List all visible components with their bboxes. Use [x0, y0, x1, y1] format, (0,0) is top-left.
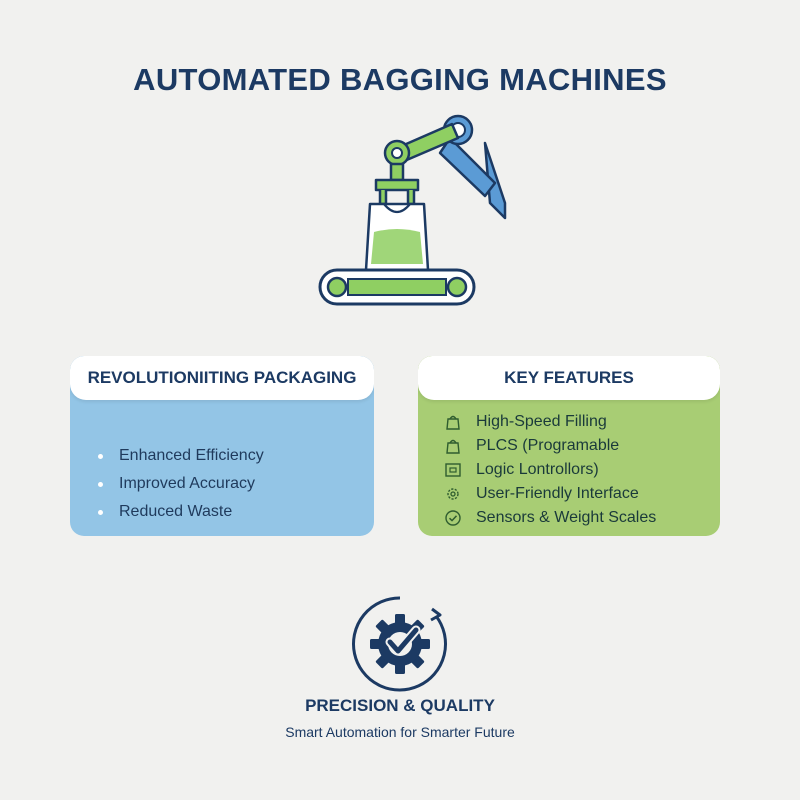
footer-title: PRECISION & QUALITY	[305, 696, 495, 715]
list-item-label: High-Speed Filling	[476, 413, 607, 430]
list-item-label: User-Friendly Interface	[476, 485, 639, 502]
gear-icon	[447, 488, 459, 500]
gear-check-badge-icon	[352, 596, 447, 692]
robot-arm-conveyor-icon	[318, 114, 507, 306]
bag-icon	[446, 415, 460, 430]
revolutionizing-packaging-card: REVOLUTIONIITING PACKAGING Enhanced Effi…	[70, 356, 374, 536]
bullet-dot	[98, 453, 103, 459]
check-circle-icon	[445, 510, 461, 526]
card-heading: KEY FEATURES	[418, 356, 720, 400]
bullet-dot	[98, 481, 103, 487]
list-item-label: Improved Accuracy	[119, 475, 256, 492]
features-list: High-Speed Filling PLCS (Programable Log…	[444, 410, 656, 530]
page-title: AUTOMATED BAGGING MACHINES	[133, 62, 667, 97]
key-features-card: KEY FEATURES High-Speed Filling PLCS (Pr…	[418, 356, 720, 536]
bag-icon	[446, 439, 460, 454]
list-item: Logic Lontrollors)	[444, 458, 656, 482]
list-item-label: PLCS (Programable	[476, 437, 620, 454]
list-item: PLCS (Programable	[444, 434, 656, 458]
list-item: High-Speed Filling	[444, 410, 656, 434]
list-item: Reduced Waste	[98, 498, 264, 526]
list-item: User-Friendly Interface	[444, 482, 656, 506]
card-heading: REVOLUTIONIITING PACKAGING	[70, 356, 374, 400]
list-item-label: Sensors & Weight Scales	[476, 509, 657, 526]
list-item: Sensors & Weight Scales	[444, 506, 656, 530]
bullet-dot	[98, 509, 103, 515]
controller-icon	[445, 463, 461, 477]
list-item-label: Logic Lontrollors)	[476, 461, 599, 478]
list-item: Improved Accuracy	[98, 470, 264, 498]
list-item-label: Reduced Waste	[119, 503, 233, 520]
list-item-label: Enhanced Efficiency	[119, 447, 264, 464]
footer-subtitle: Smart Automation for Smarter Future	[285, 724, 515, 740]
benefits-list: Enhanced Efficiency Improved Accuracy Re…	[98, 442, 264, 526]
list-item: Enhanced Efficiency	[98, 442, 264, 470]
